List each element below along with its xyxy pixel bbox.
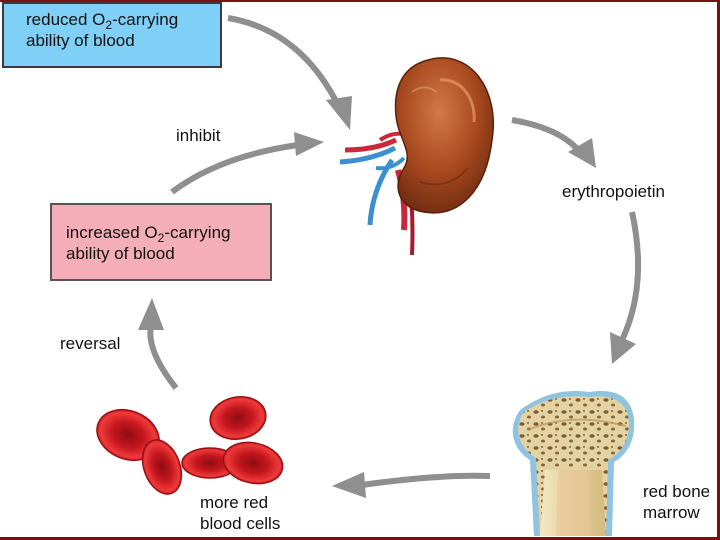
- arrow-kidney-to-erythropoietin: [511, 117, 596, 168]
- kidney-illustration: [339, 57, 494, 256]
- top-border: [0, 0, 720, 2]
- marrow-line2: marrow: [643, 503, 700, 522]
- bone-illustration: [512, 390, 635, 536]
- increased-box-line2: ability of blood: [66, 244, 175, 263]
- reduced-oxygen-box: reduced O2-carrying ability of blood: [2, 2, 222, 68]
- red-blood-cells: [96, 396, 284, 495]
- more-red-line1: more red: [200, 493, 269, 512]
- increased-box-line1: increased O2-carrying: [66, 223, 231, 245]
- inhibit-label: inhibit: [176, 126, 221, 145]
- erythropoietin-label: erythropoietin: [562, 182, 666, 201]
- rbc-5: [222, 441, 284, 485]
- increased-oxygen-box: increased O2-carrying ability of blood: [50, 203, 272, 281]
- red-bone-marrow-label: red bone marrow: [643, 481, 710, 523]
- arrow-erythropoietin-to-marrow: [610, 211, 642, 364]
- reversal-label: reversal: [60, 334, 121, 353]
- rbc-2: [141, 439, 183, 495]
- reduced-box-line1: reduced O2-carrying: [26, 10, 179, 32]
- arrow-inhibit: [170, 132, 324, 195]
- more-red-line2: blood cells: [200, 514, 281, 533]
- marrow-line1: red bone: [643, 482, 711, 501]
- more-red-blood-cells-label: more red blood cells: [200, 492, 280, 534]
- arrow-cells-to-increased: [138, 298, 179, 390]
- bottom-border: [0, 537, 720, 540]
- reduced-box-line2: ability of blood: [26, 31, 135, 50]
- rbc-4: [209, 396, 267, 440]
- arrow-marrow-to-cells: [332, 472, 491, 498]
- arrow-reduced-to-kidney: [227, 15, 352, 130]
- right-border: [717, 0, 720, 540]
